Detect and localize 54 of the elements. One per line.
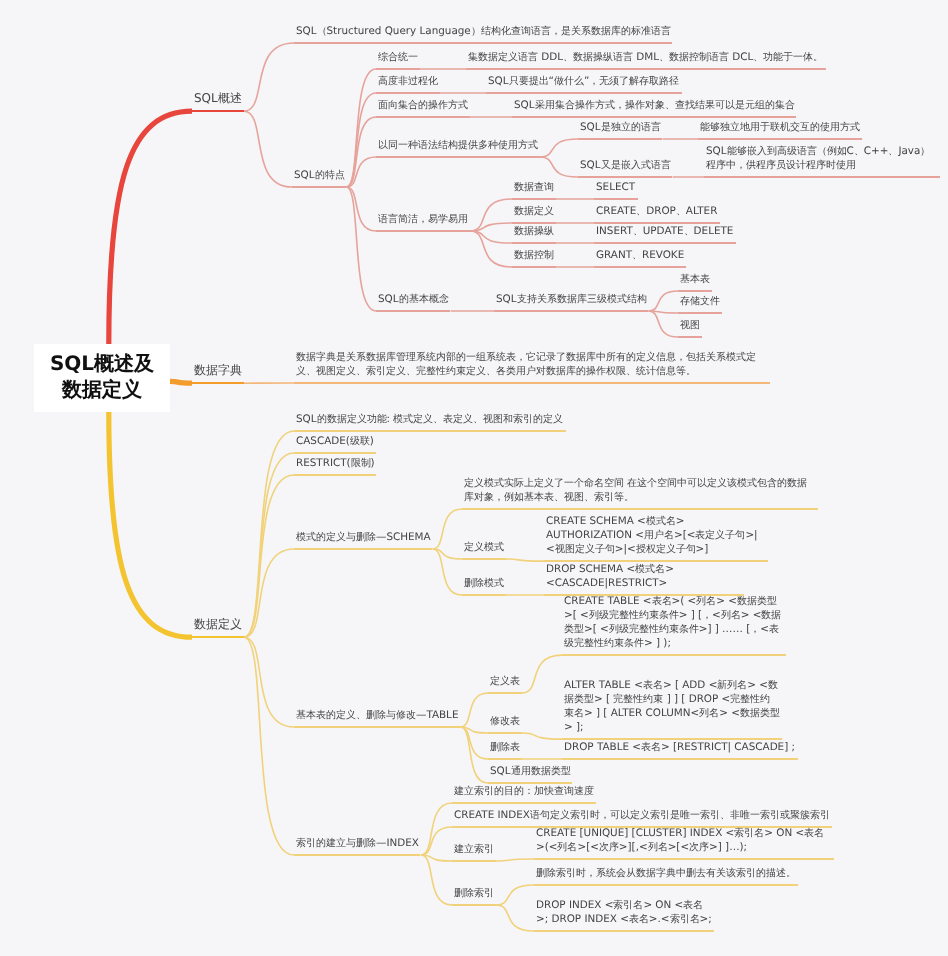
branch-line (431, 548, 463, 560)
branch-line (555, 266, 595, 268)
branch-line (469, 230, 513, 244)
branch-line (345, 68, 377, 188)
branch-line (420, 854, 453, 906)
branch-line (106, 108, 193, 345)
branch-line (345, 186, 377, 312)
branch-line (345, 156, 377, 188)
branch-line (539, 138, 579, 158)
branch-line (505, 558, 545, 562)
branch-line (420, 802, 453, 856)
branch-line (345, 116, 377, 188)
branch-line (469, 230, 513, 268)
branch-line (243, 382, 295, 384)
branch-line (420, 826, 453, 856)
branch-line (419, 68, 467, 70)
branch-line (647, 290, 679, 312)
branch-line (555, 222, 595, 224)
branch-line (449, 310, 495, 312)
branch-line (469, 116, 513, 118)
branch-line (555, 198, 595, 200)
branch-line (505, 594, 545, 596)
branch-line (469, 222, 513, 232)
branch-line (495, 904, 535, 932)
branch-line (495, 858, 535, 862)
branch-line (459, 726, 489, 784)
branch-line (459, 692, 489, 728)
branch-line (243, 636, 295, 728)
branch-line (345, 186, 377, 232)
branch-line (647, 310, 679, 338)
branch-line (169, 378, 193, 386)
branch-line (647, 310, 679, 314)
branch-line (459, 726, 489, 760)
branch-line (495, 884, 535, 906)
branch-line (106, 411, 193, 640)
branch-line (439, 92, 487, 94)
branch-line (431, 508, 463, 550)
branch-line (431, 548, 463, 596)
branch-line (539, 156, 579, 178)
branch-line (661, 138, 699, 140)
branch-line (242, 110, 293, 188)
branch-line (242, 42, 295, 112)
branch-line (243, 548, 295, 638)
branch-line (345, 92, 377, 188)
branch-line (521, 732, 563, 740)
central-topic-box: SQL概述及数据定义 (34, 344, 170, 412)
branch-line (459, 726, 489, 734)
branch-line (555, 242, 595, 244)
branch-line (420, 854, 453, 862)
branch-line (243, 636, 295, 856)
branch-line (521, 654, 563, 694)
branch-line (671, 176, 705, 178)
branch-line (469, 198, 513, 232)
branch-line (521, 758, 563, 760)
